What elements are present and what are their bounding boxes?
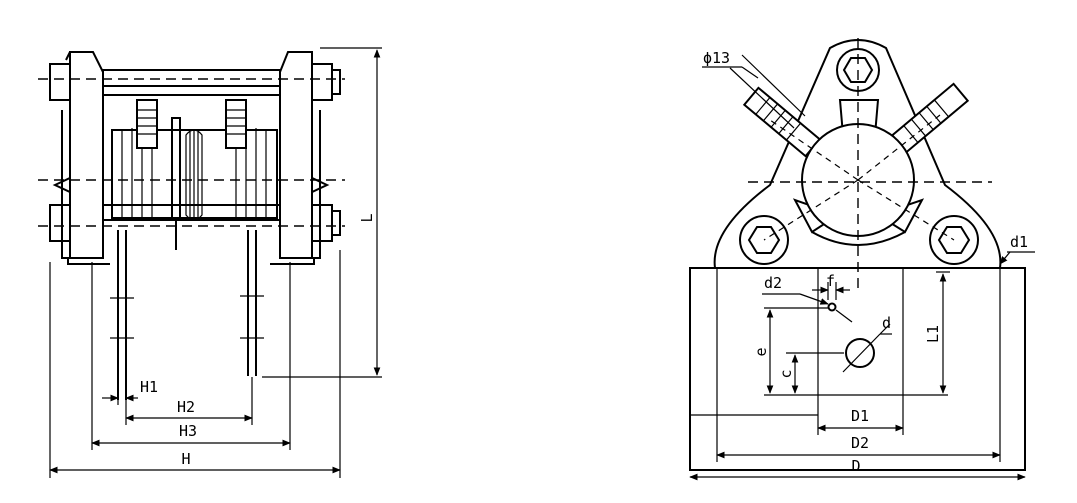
dim-label-d: d — [882, 314, 891, 332]
dim-label-d2: d2 — [764, 274, 782, 292]
dim-label-d1: d1 — [1010, 233, 1028, 251]
dim-label-D1: D1 — [851, 407, 869, 425]
dim-label-f: f — [826, 272, 835, 290]
dim-label-D2: D2 — [851, 434, 869, 452]
dim-label-e: e — [752, 347, 770, 356]
side-view: L H1 H2 H3 H — [38, 47, 382, 478]
dim-label-H2: H2 — [177, 398, 195, 416]
dim-label-c: c — [777, 369, 795, 378]
dim-label-H: H — [181, 450, 190, 468]
dim-label-D: D — [851, 457, 860, 475]
dim-label-L1: L1 — [924, 325, 942, 343]
dim-label-H3: H3 — [179, 422, 197, 440]
dim-label-phi13: ϕ13 — [703, 49, 730, 67]
dim-label-H1: H1 — [140, 378, 158, 396]
dim-label-L: L — [358, 213, 376, 222]
front-view: e c L1 D1 D2 D ϕ13 d1 d2 f d — [689, 38, 1035, 481]
